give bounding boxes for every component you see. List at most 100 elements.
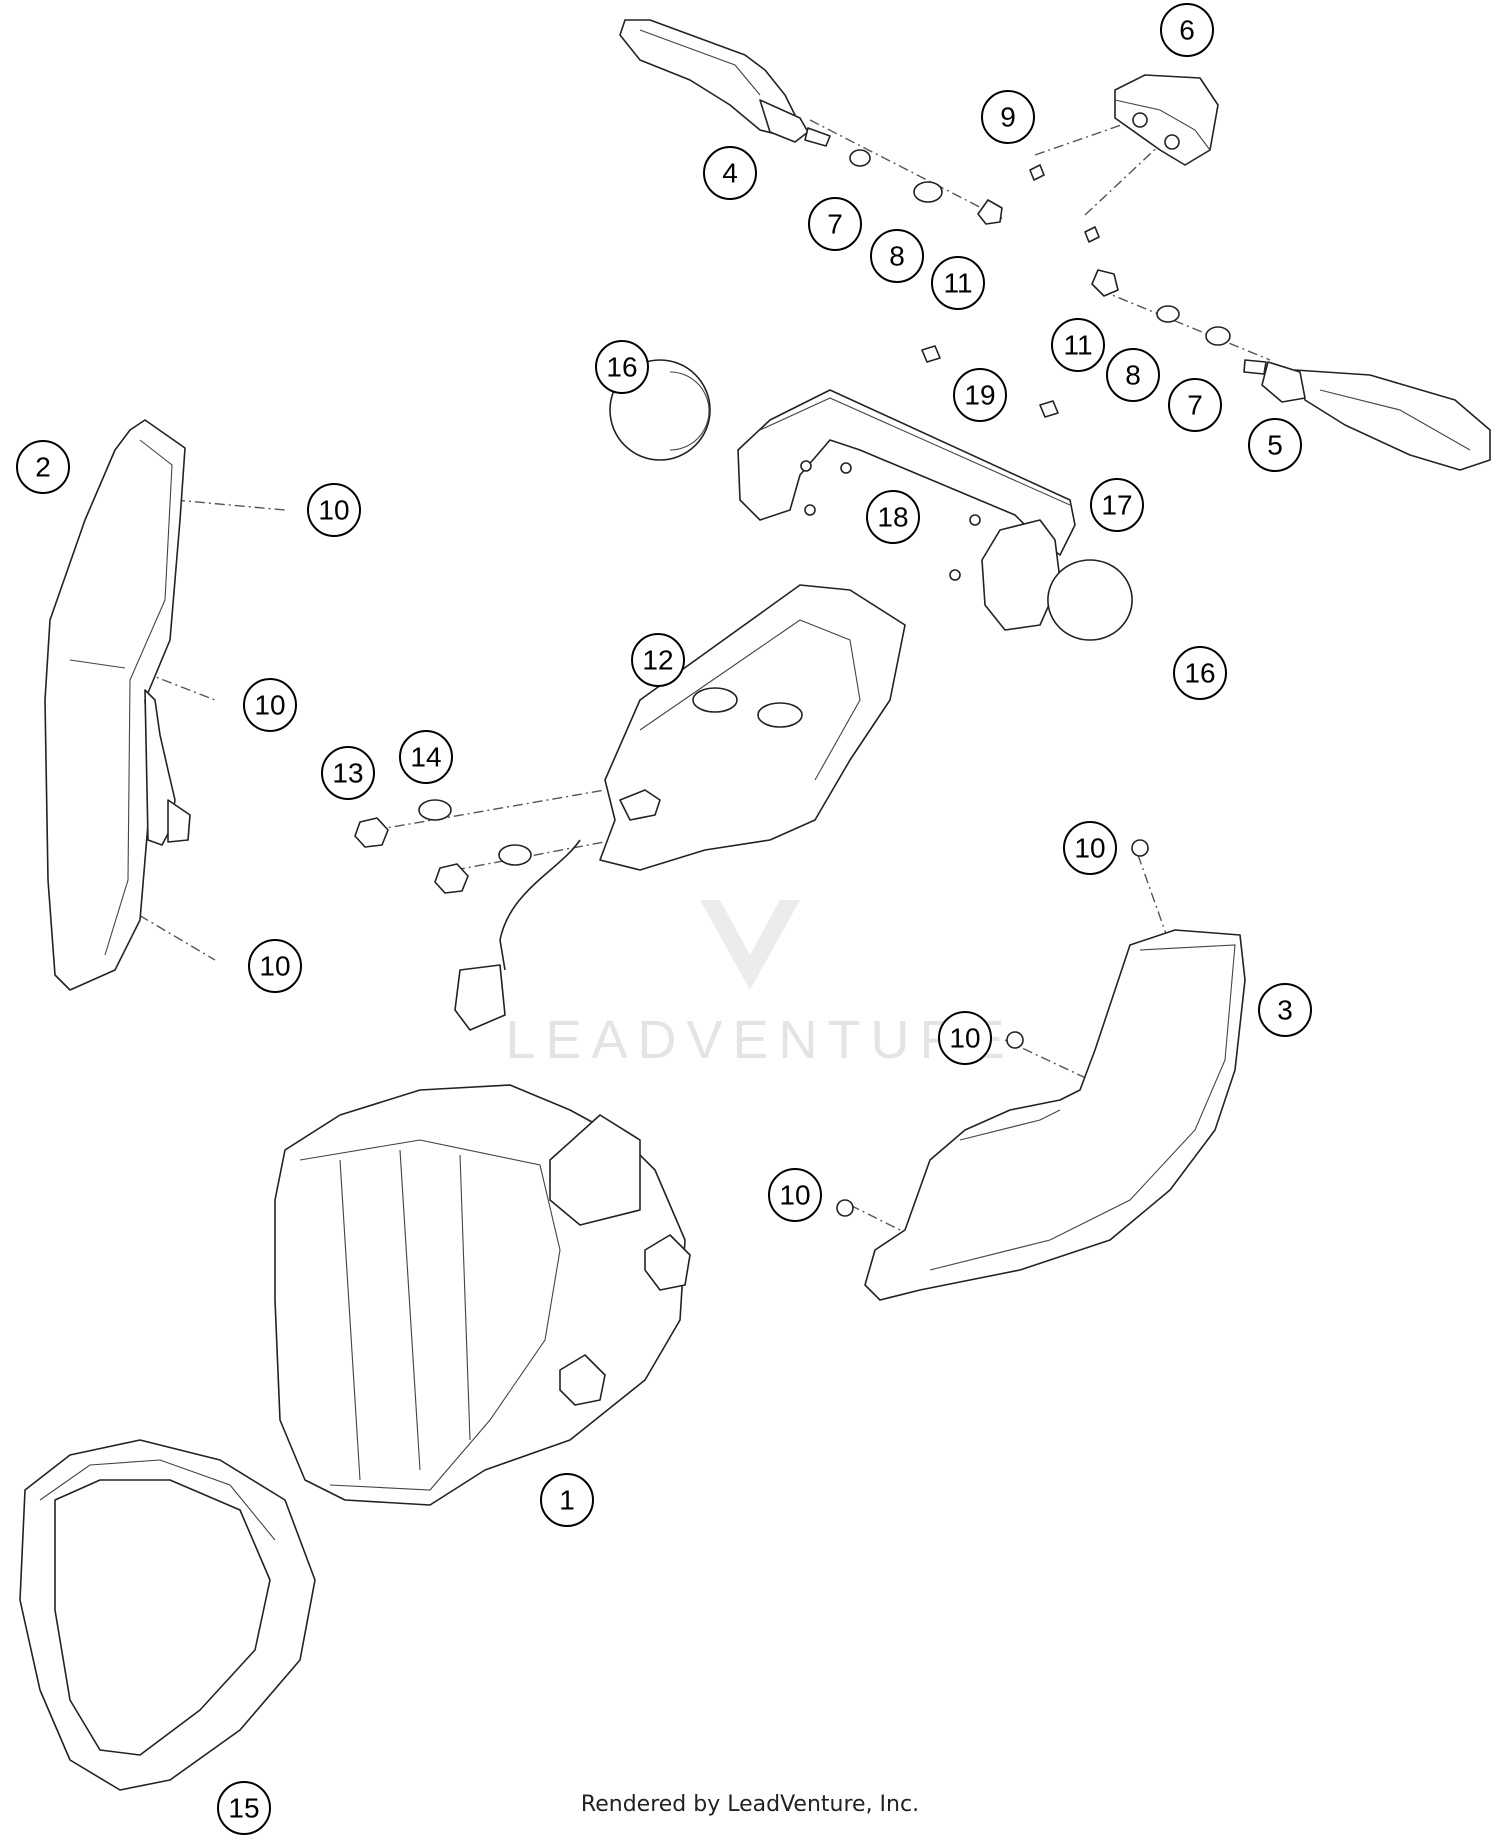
leader-line — [1084, 139, 1166, 216]
callout-10: 10 — [938, 1011, 992, 1065]
callout-10: 10 — [243, 678, 297, 732]
callout-circle — [307, 483, 361, 537]
footer-credit: Rendered by LeadVenture, Inc. — [580, 1792, 920, 1817]
callout-11: 11 — [1051, 318, 1105, 372]
callout-circle — [399, 730, 453, 784]
callout-11: 11 — [931, 256, 985, 310]
callout-2: 2 — [16, 440, 70, 494]
callout-label: 10 — [259, 951, 290, 982]
callout-15: 15 — [217, 1781, 271, 1835]
leader-line — [374, 789, 606, 831]
callout-label: 11 — [943, 268, 972, 299]
callout-17: 17 — [1090, 478, 1144, 532]
callout-label: 14 — [410, 742, 441, 773]
side-fairing-left — [44, 419, 191, 991]
callout-circle — [217, 1781, 271, 1835]
callout-circle — [953, 368, 1007, 422]
leader-line — [174, 499, 286, 511]
callout-10: 10 — [307, 483, 361, 537]
callout-14: 14 — [399, 730, 453, 784]
callout-1: 1 — [540, 1473, 594, 1527]
callout-circle — [931, 256, 985, 310]
nuts-washers — [354, 799, 532, 894]
callout-label: 3 — [1277, 995, 1293, 1026]
callout-16: 16 — [595, 340, 649, 394]
callout-label: 4 — [722, 158, 738, 189]
callout-4: 4 — [703, 146, 757, 200]
callout-circle — [1090, 478, 1144, 532]
callout-label: 10 — [1074, 833, 1105, 864]
callout-8: 8 — [870, 229, 924, 283]
callout-circle — [768, 1168, 822, 1222]
callout-circle — [808, 197, 862, 251]
callout-5: 5 — [1248, 418, 1302, 472]
callout-circle — [595, 340, 649, 394]
callout-circle — [938, 1011, 992, 1065]
callout-circle — [1173, 646, 1227, 700]
side-fairing-right — [836, 839, 1246, 1301]
callout-7: 7 — [808, 197, 862, 251]
headlight-trim — [19, 1439, 316, 1791]
callout-circle — [981, 90, 1035, 144]
callout-label: 7 — [1187, 390, 1203, 421]
callout-label: 5 — [1267, 430, 1283, 461]
leader-line — [1137, 854, 1171, 946]
reflector — [1029, 74, 1219, 243]
callout-label: 1 — [559, 1485, 575, 1516]
callout-label: 6 — [1179, 15, 1195, 46]
callout-circle — [243, 678, 297, 732]
callout-10: 10 — [248, 939, 302, 993]
callout-8: 8 — [1106, 348, 1160, 402]
callout-9: 9 — [981, 90, 1035, 144]
callout-13: 13 — [321, 746, 375, 800]
callout-circle — [1160, 3, 1214, 57]
leader-line — [454, 839, 616, 871]
callout-label: 19 — [964, 380, 995, 411]
leader-line — [849, 1204, 911, 1236]
callout-label: 17 — [1101, 490, 1132, 521]
callout-label: 8 — [889, 241, 905, 272]
callout-7: 7 — [1168, 378, 1222, 432]
callout-label: 18 — [877, 502, 908, 533]
leader-line — [124, 664, 216, 701]
callout-circle — [866, 490, 920, 544]
callout-circle — [1258, 983, 1312, 1037]
watermark-logo-icon — [700, 900, 800, 990]
callout-label: 10 — [254, 690, 285, 721]
callout-circle — [248, 939, 302, 993]
turn-signal-right — [1091, 269, 1491, 471]
headlight-bracket — [454, 584, 906, 1031]
callout-label: 9 — [1000, 102, 1016, 133]
watermark: LEADVENTURE — [505, 900, 1005, 1070]
callout-3: 3 — [1258, 983, 1312, 1037]
callout-label: 2 — [35, 452, 51, 483]
callout-circle — [703, 146, 757, 200]
callout-label: 16 — [606, 352, 637, 383]
callout-circle — [540, 1473, 594, 1527]
turn-signal-left — [619, 19, 1003, 225]
callout-label: 8 — [1125, 360, 1141, 391]
callout-circle — [321, 746, 375, 800]
callout-circle — [1248, 418, 1302, 472]
callouts: 1 2 3 4 5 6 7 — [16, 3, 1312, 1835]
callout-label: 10 — [779, 1180, 810, 1211]
callout-circle — [16, 440, 70, 494]
callout-12: 12 — [631, 633, 685, 687]
leader-line — [809, 119, 1006, 221]
callout-circle — [1051, 318, 1105, 372]
callout-10: 10 — [1063, 821, 1117, 875]
callout-label: 13 — [332, 758, 363, 789]
callout-circle — [1063, 821, 1117, 875]
headlight — [274, 1084, 691, 1506]
callout-18: 18 — [866, 490, 920, 544]
callout-circle — [1106, 348, 1160, 402]
callout-19: 19 — [953, 368, 1007, 422]
callout-label: 10 — [949, 1023, 980, 1054]
callout-circle — [1168, 378, 1222, 432]
callout-label: 10 — [318, 495, 349, 526]
callout-10: 10 — [768, 1168, 822, 1222]
callout-label: 16 — [1184, 658, 1215, 689]
callout-circle — [631, 633, 685, 687]
